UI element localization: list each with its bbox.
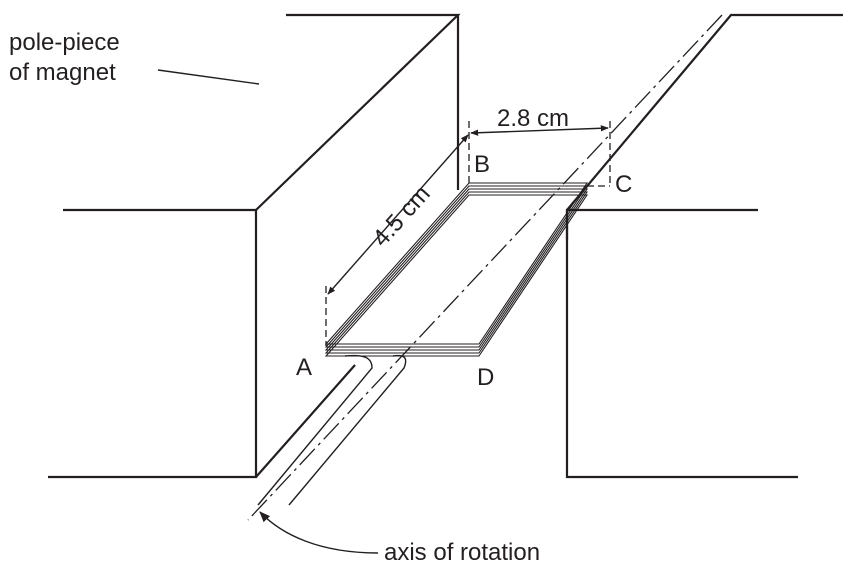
- dimension-extension-lines: [325, 121, 611, 346]
- pole-piece-label-line1: pole-piece: [9, 29, 120, 56]
- corner-d-label: D: [477, 364, 494, 391]
- axis-of-rotation-line: [247, 14, 723, 521]
- corner-b-label: B: [474, 151, 490, 178]
- axis-label-pointer: [259, 511, 379, 554]
- coil-leads: [257, 354, 407, 506]
- left-pole-piece: [48, 13, 461, 479]
- pole-piece-label-line2: of magnet: [9, 59, 116, 86]
- right-pole-piece: [565, 13, 843, 479]
- corner-c-label: C: [615, 171, 632, 198]
- corner-a-label: A: [296, 354, 312, 381]
- width-dimension-label: 2.8 cm: [497, 105, 569, 132]
- coil-abcd: [324, 182, 589, 357]
- width-dimension-arrow: [470, 125, 609, 136]
- length-dimension-arrow: [327, 134, 469, 295]
- pole-piece-pointer: [157, 69, 260, 85]
- axis-of-rotation-label: axis of rotation: [384, 539, 540, 565]
